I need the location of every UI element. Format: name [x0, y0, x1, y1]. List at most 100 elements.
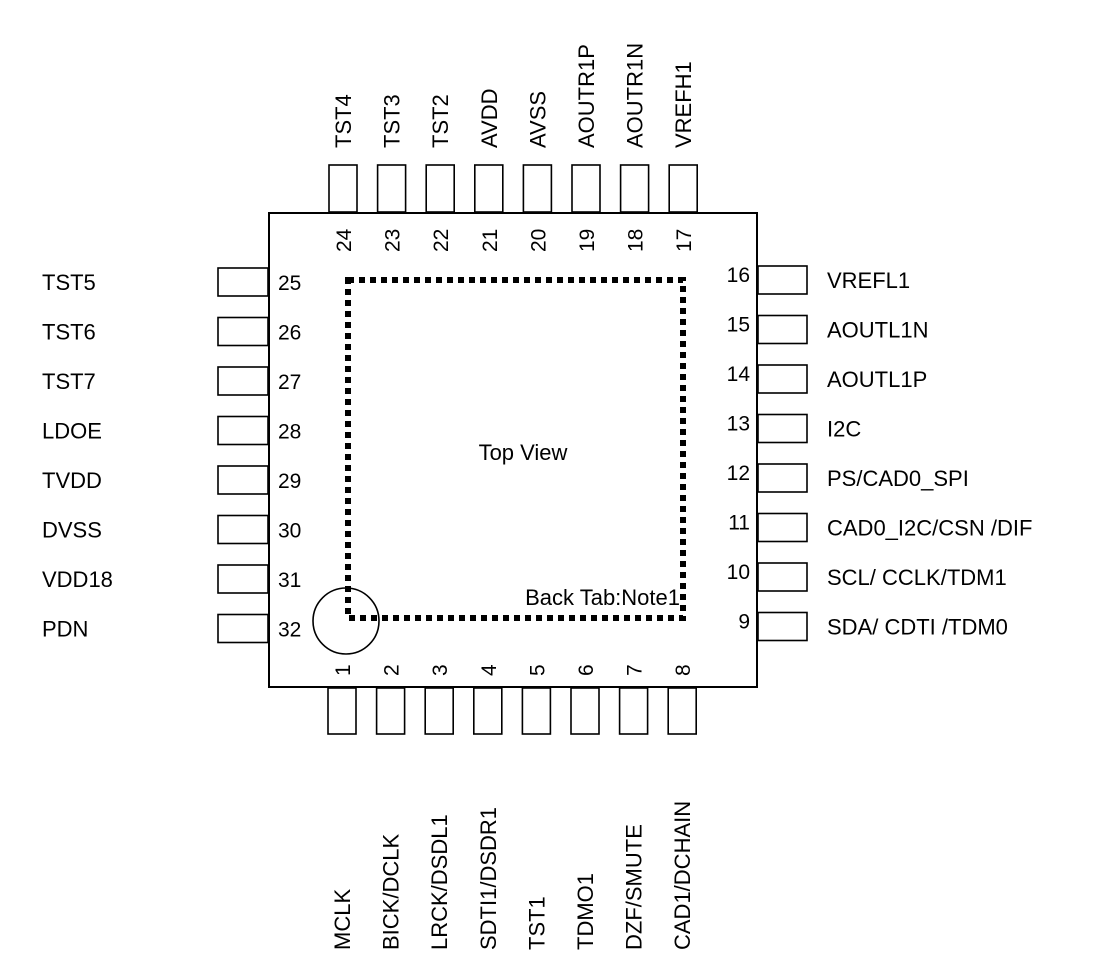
pin-label-bick-dclk: BICK/DCLK: [379, 834, 404, 950]
pin-label-tst7: TST7: [42, 369, 96, 394]
pin-32-number: 32: [278, 619, 301, 642]
pin-25-pad: [217, 267, 269, 297]
pin-label-vrefl1: VREFL1: [827, 268, 910, 293]
pin-label-sda-cdti-tdm0: SDA/ CDTI /TDM0: [827, 615, 1008, 640]
pin-28-pad: [217, 415, 269, 446]
pin-8-number: 8: [672, 664, 695, 676]
pin-label-ps-cad0-spi: PS/CAD0_SPI: [827, 466, 969, 491]
pin-5-number: 5: [526, 664, 549, 676]
back-tab-outline: [345, 277, 686, 621]
pin-10-pad: [757, 562, 808, 592]
pin-17-pad: [668, 164, 699, 213]
pin-label-lrck-dsdl1: LRCK/DSDL1: [427, 814, 452, 950]
pin-label-dzf-smute: DZF/SMUTE: [622, 824, 647, 950]
pin-label-aoutr1p: AOUTR1P: [574, 44, 599, 148]
pin-16-pad: [757, 265, 808, 295]
pin-16-number: 16: [727, 264, 750, 287]
pin-25-number: 25: [278, 272, 301, 295]
pin-label-avss: AVSS: [525, 91, 550, 148]
pin-17-number: 17: [673, 229, 696, 252]
pin-label-dvss: DVSS: [42, 518, 102, 543]
pin-label-aoutl1p: AOUTL1P: [827, 367, 927, 392]
pin-14-pad: [757, 364, 808, 394]
pin-1-number: 1: [332, 664, 355, 676]
pin-label-vrefh1: VREFH1: [671, 61, 696, 148]
pin-21-number: 21: [479, 229, 502, 252]
pin-24-pad: [328, 164, 358, 213]
pin-11-number: 11: [728, 512, 750, 535]
pin-6-pad: [570, 687, 600, 735]
pin-label-tst3: TST3: [380, 94, 405, 148]
pin-8-pad: [667, 687, 698, 735]
pin-13-number: 13: [727, 413, 750, 436]
pin-19-number: 19: [576, 229, 599, 252]
pin-4-number: 4: [478, 664, 501, 676]
pin-label-tst2: TST2: [428, 94, 453, 148]
pin-20-number: 20: [527, 229, 550, 252]
pin-22-pad: [425, 164, 456, 213]
pin-2-pad: [375, 687, 406, 735]
pin-32-pad: [217, 613, 269, 644]
pin-label-aoutl1n: AOUTL1N: [827, 318, 928, 343]
pin-label-tvdd: TVDD: [42, 468, 102, 493]
pin-24-number: 24: [333, 228, 356, 252]
pin-18-number: 18: [625, 229, 648, 252]
pin-12-number: 12: [727, 462, 750, 485]
pin-label-tdmo1: TDMO1: [573, 873, 598, 950]
pin-label-cad1-dchain: CAD1/DCHAIN: [670, 801, 695, 950]
pin-label-tst1: TST1: [524, 896, 549, 950]
pin-label-aoutr1n: AOUTR1N: [623, 43, 648, 148]
pin-10-number: 10: [727, 561, 750, 584]
pin-12-pad: [757, 463, 808, 493]
pin-14-number: 14: [727, 363, 751, 386]
pin-13-pad: [757, 413, 808, 444]
pin-label-sdti1-dsdr1: SDTI1/DSDR1: [476, 807, 501, 950]
pin-label-avdd: AVDD: [477, 89, 502, 149]
pin-4-pad: [472, 687, 503, 735]
pin-20-pad: [522, 164, 553, 213]
pin-9-pad: [757, 611, 808, 642]
pin-30-pad: [217, 514, 269, 545]
pin-label-tst5: TST5: [42, 270, 96, 295]
pin-26-number: 26: [278, 322, 301, 345]
pins-layer: 24TST423TST322TST221AVDD20AVSS19AOUTR1P1…: [42, 43, 1032, 950]
pin-label-cad0-i2c-csn-dif: CAD0_I2C/CSN /DIF: [827, 516, 1032, 541]
pin-26-pad: [217, 316, 269, 347]
pin-28-number: 28: [278, 421, 301, 444]
pin-29-number: 29: [278, 470, 301, 493]
pin-31-pad: [217, 564, 269, 594]
pin-label-pdn: PDN: [42, 617, 88, 642]
pin-label-vdd18: VDD18: [42, 567, 113, 592]
pin-2-number: 2: [381, 664, 404, 676]
pin-label-ldoe: LDOE: [42, 419, 102, 444]
pin-22-number: 22: [430, 229, 453, 252]
pin-5-pad: [521, 687, 552, 735]
package-body: [268, 212, 758, 688]
top-view-label: Top View: [479, 440, 568, 465]
pin-18-pad: [619, 164, 650, 213]
pin-30-number: 30: [278, 520, 301, 543]
pin1-marker-circle: [312, 587, 380, 655]
pin-11-pad: [757, 512, 808, 543]
pin-label-tst6: TST6: [42, 320, 96, 345]
pin-27-pad: [217, 366, 269, 396]
pin-7-pad: [618, 687, 649, 735]
pin-21-pad: [473, 164, 504, 213]
pin-15-pad: [757, 314, 808, 345]
pin-31-number: 31: [278, 569, 301, 592]
pin-label-scl-cclk-tdm1: SCL/ CCLK/TDM1: [827, 565, 1007, 590]
pin-9-number: 9: [738, 611, 750, 634]
pin-3-pad: [424, 687, 455, 735]
pin-15-number: 15: [727, 314, 750, 337]
pin-label-tst4: TST4: [331, 94, 356, 148]
pin-23-number: 23: [382, 229, 405, 252]
back-tab-label: Back Tab:Note1: [525, 585, 680, 610]
pin-label-i2c: I2C: [827, 417, 861, 442]
pin-19-pad: [571, 164, 601, 213]
pin-1-pad: [327, 687, 357, 735]
pin-label-mclk: MCLK: [330, 889, 355, 950]
pin-3-number: 3: [429, 664, 452, 676]
pin-7-number: 7: [624, 664, 647, 676]
pin-6-number: 6: [575, 664, 598, 676]
